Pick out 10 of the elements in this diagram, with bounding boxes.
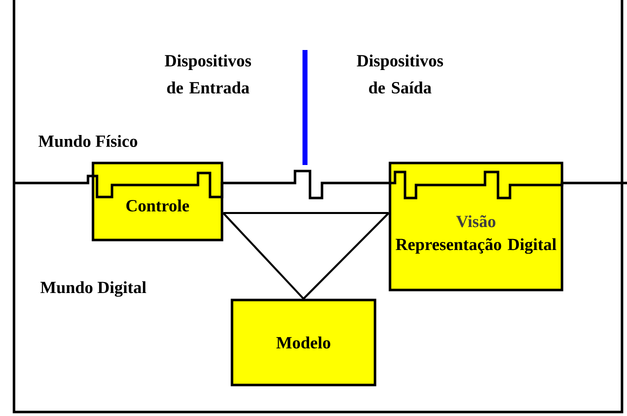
text-label: Mundo Físico — [38, 135, 138, 147]
text-label: Dispositivos de Saída — [356, 54, 444, 94]
text-label: Dispositivos de Entrada — [164, 54, 252, 94]
connector-line — [302, 212, 390, 300]
view-box: Visão Representação Digital — [388, 162, 564, 292]
connector-line — [223, 212, 389, 214]
connector-line — [222, 212, 304, 300]
model-box: Modelo — [230, 298, 376, 386]
text-label: Mundo Digital — [40, 281, 146, 297]
controller-box: Controle — [92, 162, 224, 242]
